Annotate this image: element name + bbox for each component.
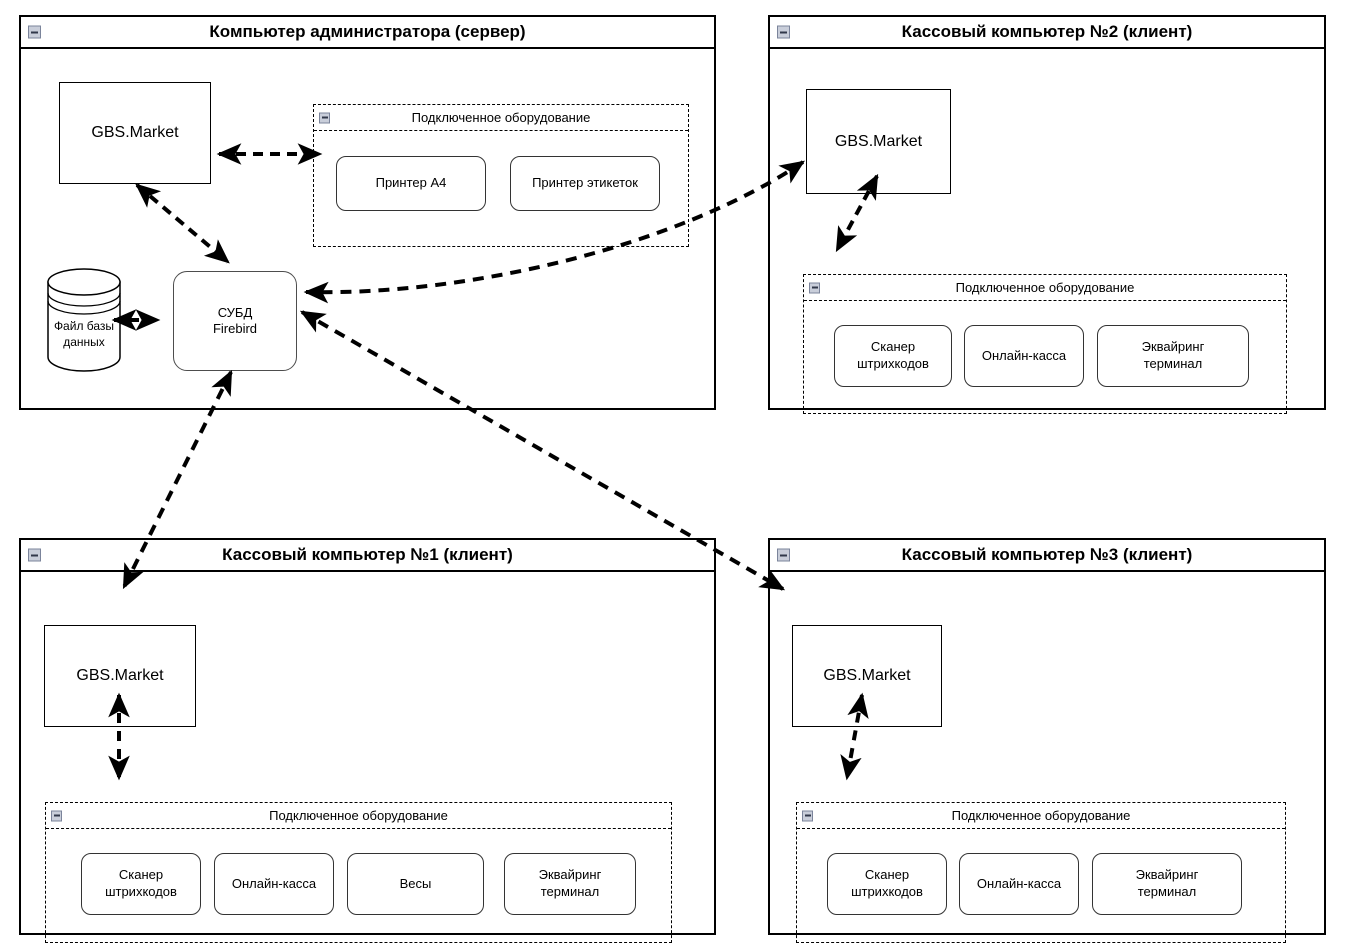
device-scales[interactable]: Весы xyxy=(347,853,484,915)
panel-pos1-body: GBS.Market Подключенное оборудование Ска… xyxy=(21,572,714,943)
acquiring-line2: терминал xyxy=(540,884,600,899)
device-online-cashbox[interactable]: Онлайн-касса xyxy=(964,325,1084,387)
device-barcode-scanner[interactable]: Сканер штрихкодов xyxy=(827,853,947,915)
panel-pos2[interactable]: Кассовый компьютер №2 (клиент) GBS.Marke… xyxy=(768,15,1326,414)
acquiring-line2: терминал xyxy=(1143,356,1203,371)
pos1-gbs-market-label: GBS.Market xyxy=(76,667,164,684)
device-printer-a4-label: Принтер A4 xyxy=(375,175,447,191)
device-barcode-scanner-label: Сканер штрихкодов xyxy=(851,867,923,901)
scanner-line1: Сканер xyxy=(118,867,164,883)
server-dbms-line1: СУБД xyxy=(217,304,253,320)
pos2-equipment-label: Подключенное оборудование xyxy=(955,280,1135,295)
device-acquiring-terminal-label: Эквайринг терминал xyxy=(1142,339,1205,373)
panel-pos3[interactable]: Кассовый компьютер №3 (клиент) GBS.Marke… xyxy=(768,538,1326,943)
device-printer-label-label: Принтер этикеток xyxy=(532,175,638,191)
collapse-minus-icon[interactable] xyxy=(809,282,820,293)
server-equipment-items: Принтер A4 Принтер этикеток xyxy=(314,131,688,246)
device-acquiring-terminal-label: Эквайринг терминал xyxy=(539,867,602,901)
device-printer-label[interactable]: Принтер этикеток xyxy=(510,156,660,211)
device-acquiring-terminal[interactable]: Эквайринг терминал xyxy=(504,853,636,915)
device-printer-a4[interactable]: Принтер A4 xyxy=(336,156,486,211)
pos3-gbs-market-label: GBS.Market xyxy=(823,667,911,684)
server-equipment-header: Подключенное оборудование xyxy=(314,105,688,131)
panel-pos2-title: Кассовый компьютер №2 (клиент) xyxy=(901,22,1193,41)
scanner-line2: штрихкодов xyxy=(857,356,929,371)
pos1-gbs-market-box[interactable]: GBS.Market xyxy=(44,625,196,727)
database-icon xyxy=(47,268,121,372)
collapse-minus-icon[interactable] xyxy=(777,25,790,39)
panel-server-title: Компьютер администратора (сервер) xyxy=(209,22,526,41)
collapse-minus-icon[interactable] xyxy=(777,548,790,562)
acquiring-line1: Эквайринг xyxy=(1141,339,1205,355)
panel-pos1[interactable]: Кассовый компьютер №1 (клиент) GBS.Marke… xyxy=(19,538,716,943)
panel-server[interactable]: Компьютер администратора (сервер) GBS.Ma… xyxy=(19,15,716,410)
pos1-equipment-items: Сканер штрихкодов Онлайн-касса Весы Эква… xyxy=(46,829,671,942)
device-online-cashbox-label: Онлайн-касса xyxy=(231,875,317,891)
device-barcode-scanner[interactable]: Сканер штрихкодов xyxy=(81,853,201,915)
device-barcode-scanner-label: Сканер штрихкодов xyxy=(857,339,929,373)
collapse-minus-icon[interactable] xyxy=(28,25,41,39)
server-gbs-market-box[interactable]: GBS.Market xyxy=(59,82,211,184)
acquiring-line2: терминал xyxy=(1137,884,1197,899)
panel-pos2-title-bar: Кассовый компьютер №2 (клиент) xyxy=(770,17,1324,49)
panel-pos3-title-bar: Кассовый компьютер №3 (клиент) xyxy=(770,540,1324,572)
device-online-cashbox[interactable]: Онлайн-касса xyxy=(959,853,1079,915)
device-online-cashbox-label: Онлайн-касса xyxy=(976,875,1062,891)
pos1-equipment-label: Подключенное оборудование xyxy=(269,808,448,823)
acquiring-line1: Эквайринг xyxy=(1135,867,1199,883)
pos1-equipment-header: Подключенное оборудование xyxy=(46,803,671,829)
acquiring-line1: Эквайринг xyxy=(538,867,602,883)
device-barcode-scanner[interactable]: Сканер штрихкодов xyxy=(834,325,952,387)
server-gbs-market-label: GBS.Market xyxy=(91,124,179,141)
panel-pos1-title: Кассовый компьютер №1 (клиент) xyxy=(222,545,513,564)
pos2-equipment-header: Подключенное оборудование xyxy=(804,275,1286,301)
device-acquiring-terminal-label: Эквайринг терминал xyxy=(1136,867,1199,901)
pos3-equipment-header: Подключенное оборудование xyxy=(797,803,1285,829)
pos3-gbs-market-box[interactable]: GBS.Market xyxy=(792,625,942,727)
server-equipment-group[interactable]: Подключенное оборудование Принтер A4 При… xyxy=(313,104,689,247)
collapse-minus-icon[interactable] xyxy=(802,810,813,821)
collapse-minus-icon[interactable] xyxy=(319,112,330,123)
scanner-line2: штрихкодов xyxy=(851,884,923,899)
pos1-equipment-group[interactable]: Подключенное оборудование Сканер штрихко… xyxy=(45,802,672,943)
panel-pos3-body: GBS.Market Подключенное оборудование Ска… xyxy=(770,572,1324,943)
pos3-equipment-label: Подключенное оборудование xyxy=(951,808,1131,823)
scanner-line1: Сканер xyxy=(864,867,910,883)
scanner-line2: штрихкодов xyxy=(105,884,177,899)
pos2-gbs-market-box[interactable]: GBS.Market xyxy=(806,89,951,194)
device-scales-label: Весы xyxy=(399,875,432,891)
panel-pos3-title: Кассовый компьютер №3 (клиент) xyxy=(901,545,1193,564)
panel-server-body: GBS.Market Подключенное оборудование При… xyxy=(21,49,714,408)
panel-server-title-bar: Компьютер администратора (сервер) xyxy=(21,17,714,49)
device-online-cashbox[interactable]: Онлайн-касса xyxy=(214,853,334,915)
server-database-cylinder[interactable]: Файл базы данных xyxy=(45,267,123,372)
device-barcode-scanner-label: Сканер штрихкодов xyxy=(105,867,177,901)
panel-pos1-title-bar: Кассовый компьютер №1 (клиент) xyxy=(21,540,714,572)
server-dbms-box[interactable]: СУБД Firebird xyxy=(173,271,297,371)
pos3-equipment-group[interactable]: Подключенное оборудование Сканер штрихко… xyxy=(796,802,1286,943)
device-acquiring-terminal[interactable]: Эквайринг терминал xyxy=(1097,325,1249,387)
pos2-equipment-group[interactable]: Подключенное оборудование Сканер штрихко… xyxy=(803,274,1287,414)
device-online-cashbox-label: Онлайн-касса xyxy=(981,347,1067,363)
collapse-minus-icon[interactable] xyxy=(28,548,41,562)
pos2-equipment-items: Сканер штрихкодов Онлайн-касса Эквайринг… xyxy=(804,301,1286,413)
panel-pos2-body: GBS.Market Подключенное оборудование Ска… xyxy=(770,49,1324,414)
device-acquiring-terminal[interactable]: Эквайринг терминал xyxy=(1092,853,1242,915)
scanner-line1: Сканер xyxy=(870,339,916,355)
collapse-minus-icon[interactable] xyxy=(51,810,62,821)
server-dbms-line2: Firebird xyxy=(212,321,258,336)
server-equipment-label: Подключенное оборудование xyxy=(411,110,591,125)
pos2-gbs-market-label: GBS.Market xyxy=(834,132,923,150)
pos3-equipment-items: Сканер штрихкодов Онлайн-касса Эквайринг… xyxy=(797,829,1285,942)
